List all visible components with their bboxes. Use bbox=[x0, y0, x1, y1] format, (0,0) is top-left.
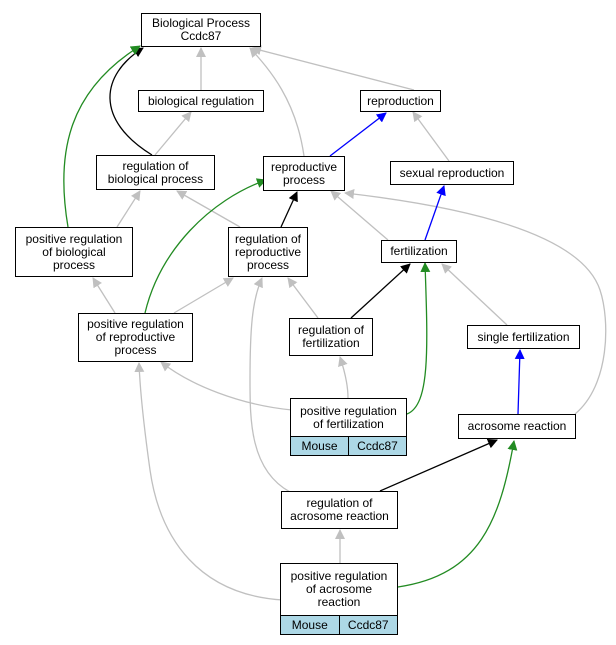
gene-tag: Ccdc87 bbox=[348, 437, 406, 455]
edge-positively-regulates bbox=[144, 178, 267, 314]
edge-part-of bbox=[424, 185, 446, 241]
edge-is-a bbox=[173, 277, 234, 314]
edge-positively-regulates bbox=[406, 262, 431, 415]
node-regulation-of-reproductive-process[interactable]: regulation of reproductive process bbox=[228, 227, 308, 277]
edge-is-a bbox=[344, 189, 607, 415]
organism-tag: Mouse bbox=[281, 616, 339, 634]
node-positive-regulation-of-biological-process[interactable]: positive regulation of biological proces… bbox=[15, 227, 133, 277]
organism-tag: Mouse bbox=[291, 437, 348, 455]
node-biological-process[interactable]: Biological Process Ccdc87 bbox=[141, 13, 261, 47]
node-acrosome-reaction[interactable]: acrosome reaction bbox=[458, 414, 576, 439]
gene-tag: Ccdc87 bbox=[338, 616, 397, 634]
edge-regulates bbox=[350, 263, 411, 319]
edge-is-a bbox=[92, 277, 116, 314]
node-reproduction[interactable]: reproduction bbox=[360, 90, 441, 112]
edge-is-a bbox=[160, 361, 293, 411]
edge-is-a bbox=[249, 277, 291, 493]
edge-is-a bbox=[251, 45, 415, 91]
edge-positively-regulates bbox=[397, 440, 518, 588]
edge-is-a bbox=[441, 263, 508, 326]
node-label: positive regulation of fertilization bbox=[291, 399, 406, 436]
edge-is-a bbox=[287, 277, 319, 319]
edge-is-a bbox=[330, 190, 389, 241]
edge-regulates bbox=[109, 47, 153, 156]
node-single-fertilization[interactable]: single fertilization bbox=[467, 325, 580, 349]
edge-regulates bbox=[280, 191, 298, 228]
edge-is-a bbox=[412, 111, 450, 162]
node-positive-regulation-of-reproductive-process[interactable]: positive regulation of reproductive proc… bbox=[78, 313, 193, 362]
edge-part-of bbox=[514, 349, 525, 415]
node-sexual-reproduction[interactable]: sexual reproduction bbox=[390, 161, 514, 185]
edge-part-of bbox=[329, 112, 387, 157]
node-positive-regulation-of-fertilization[interactable]: positive regulation of fertilization Mou… bbox=[290, 398, 407, 456]
node-regulation-of-biological-process[interactable]: regulation of biological process bbox=[96, 155, 215, 190]
edge-is-a bbox=[116, 190, 141, 228]
edge-is-a bbox=[176, 190, 241, 228]
node-positive-regulation-of-acrosome-reaction[interactable]: positive regulation of acrosome reaction… bbox=[280, 563, 398, 635]
node-reproductive-process[interactable]: reproductive process bbox=[263, 156, 345, 191]
edge-regulates bbox=[379, 439, 498, 492]
edge-is-a bbox=[154, 111, 192, 156]
node-label: positive regulation of acrosome reaction bbox=[281, 564, 397, 615]
edge-positively-regulates bbox=[63, 45, 141, 228]
node-regulation-of-acrosome-reaction[interactable]: regulation of acrosome reaction bbox=[281, 491, 398, 529]
node-biological-regulation[interactable]: biological regulation bbox=[138, 90, 264, 112]
node-regulation-of-fertilization[interactable]: regulation of fertilization bbox=[289, 318, 373, 356]
edge-is-a bbox=[338, 356, 349, 399]
node-fertilization[interactable]: fertilization bbox=[381, 240, 457, 263]
edge-is-a bbox=[249, 47, 305, 157]
edge-is-a bbox=[134, 362, 284, 601]
